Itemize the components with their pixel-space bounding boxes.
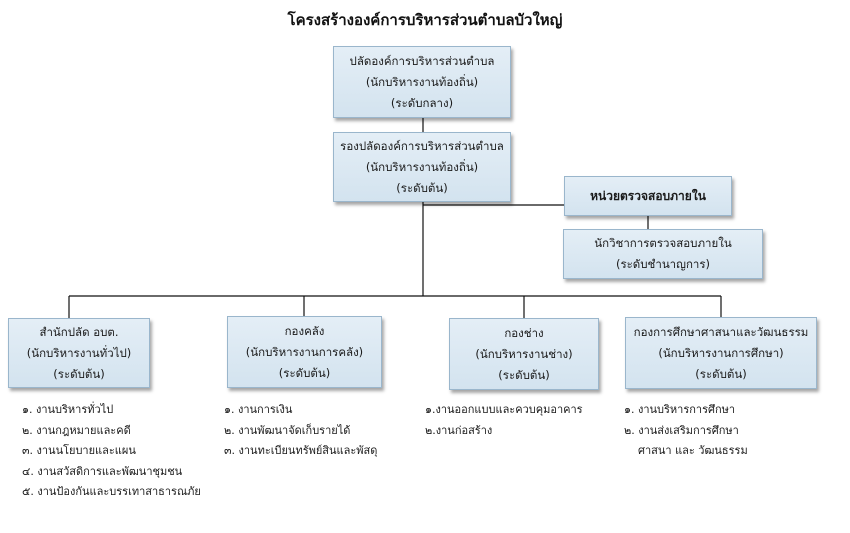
deputy-title: รองปลัดองค์การบริหารส่วนตำบล (340, 138, 504, 153)
department-level: (ระดับต้น) (278, 365, 331, 380)
department-level: (ระดับต้น) (498, 367, 550, 382)
department-position: (นักบริหารงานการคลัง) (245, 344, 364, 359)
department-position: (นักบริหารงานช่าง) (475, 346, 573, 361)
internal-auditor-box: นักวิชาการตรวจสอบภายใน (ระดับชำนาญการ) (563, 229, 763, 279)
list-item: ๑. งานบริหารทั่วไป (22, 403, 114, 416)
list-item: ๑. งานบริหารการศึกษา (624, 403, 736, 416)
task-list-office: ๑. งานบริหารทั่วไป ๒. งานกฎหมายและคดี ๓.… (22, 400, 201, 503)
task-list-education: ๑. งานบริหารการศึกษา ๒. งานส่งเสริมการศึ… (624, 400, 748, 462)
list-item: ๓. งานนโยบายและแผน (22, 444, 136, 457)
department-box-engineering: กองช่าง (นักบริหารงานช่าง) (ระดับต้น) (449, 318, 599, 390)
department-box-finance: กองคลัง (นักบริหารงานการคลัง) (ระดับต้น) (227, 316, 382, 388)
department-box-education: กองการศึกษาศาสนาและวัฒนธรรม (นักบริหารงา… (625, 317, 817, 389)
list-item: ๔. งานสวัสดิการและพัฒนาชุมชน (22, 464, 183, 478)
list-item: ๒. งานกฎหมายและคดี (22, 423, 131, 437)
list-item: ๒.งานก่อสร้าง (425, 423, 493, 437)
list-item: ๑. งานการเงิน (224, 403, 293, 416)
internal-audit-unit-label: หน่วยตรวจสอบภายใน (590, 188, 706, 203)
auditor-title: นักวิชาการตรวจสอบภายใน (594, 236, 732, 250)
department-name: กองการศึกษาศาสนาและวัฒนธรรม (633, 324, 809, 339)
department-level: (ระดับต้น) (53, 366, 105, 381)
chief-position: (นักบริหารงานท้องถิ่น) (365, 74, 479, 89)
internal-audit-unit-box: หน่วยตรวจสอบภายใน (564, 176, 732, 216)
department-box-office: สำนักปลัด อบต. (นักบริหารงานทั่วไป) (ระด… (8, 318, 150, 388)
deputy-level: (ระดับต้น) (396, 180, 448, 195)
chart-title: โครงสร้างองค์การบริหารส่วนตำบลบัวใหญ่ (287, 11, 563, 29)
department-position: (นักบริหารงานทั่วไป) (26, 345, 132, 360)
list-item: ๑.งานออกแบบและควบคุมอาคาร (425, 403, 583, 416)
deputy-position: (นักบริหารงานท้องถิ่น) (365, 159, 479, 174)
list-item: ๓. งานทะเบียนทรัพย์สินและพัสดุ (224, 444, 378, 457)
chief-administrator-box: ปลัดองค์การบริหารส่วนตำบล (นักบริหารงานท… (333, 46, 511, 118)
list-item: ศาสนา และ วัฒนธรรม (638, 444, 748, 457)
department-level: (ระดับต้น) (695, 366, 747, 381)
auditor-level: (ระดับชำนาญการ) (615, 257, 711, 271)
list-item: ๕. งานป้องกันและบรรเทาสาธารณภัย (22, 485, 201, 498)
department-name: กองช่าง (504, 325, 544, 340)
department-position: (นักบริหารงานการศึกษา) (658, 345, 784, 360)
chief-title: ปลัดองค์การบริหารส่วนตำบล (349, 53, 495, 68)
department-name: กองคลัง (284, 323, 325, 338)
task-list-finance: ๑. งานการเงิน ๒. งานพัฒนาจัดเก็บรายได้ ๓… (224, 400, 377, 462)
department-name: สำนักปลัด อบต. (39, 324, 119, 339)
list-item: ๒. งานพัฒนาจัดเก็บรายได้ (224, 423, 351, 437)
list-item: ๒. งานส่งเสริมการศึกษา (624, 423, 739, 437)
deputy-administrator-box: รองปลัดองค์การบริหารส่วนตำบล (นักบริหารง… (333, 132, 511, 202)
chief-level: (ระดับกลาง) (390, 95, 454, 110)
task-list-engineering: ๑.งานออกแบบและควบคุมอาคาร ๒.งานก่อสร้าง (425, 400, 583, 441)
